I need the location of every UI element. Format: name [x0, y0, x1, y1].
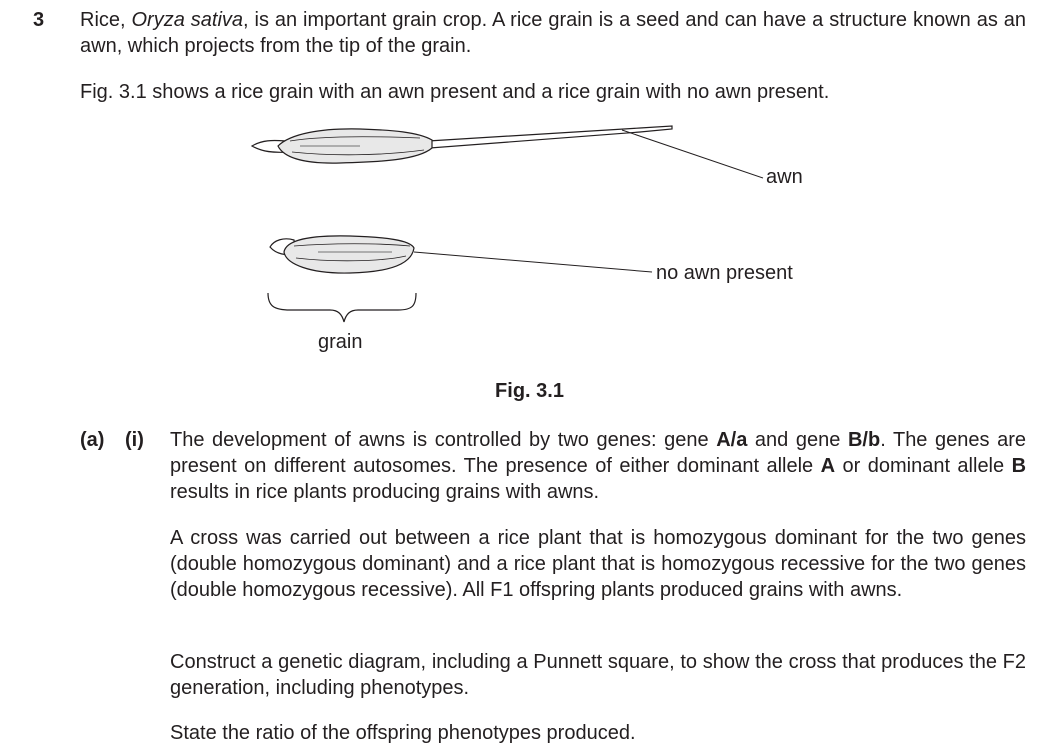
paragraph-genes: The development of awns is controlled by… [170, 429, 1027, 503]
paragraph-instruction: Construct a genetic diagram, including a… [170, 651, 1026, 699]
label-grain: grain [318, 331, 362, 353]
subpart-label: (i) [125, 429, 144, 451]
question-intro: Rice, Oryza sativa, is an important grai… [80, 7, 1026, 59]
figure-intro: Fig. 3.1 shows a rice grain with an awn … [80, 81, 830, 103]
paragraph-ratio: State the ratio of the offspring phenoty… [170, 722, 636, 744]
label-no-awn: no awn present [656, 262, 793, 284]
grain-brace [267, 292, 417, 323]
part-label: (a) [80, 429, 105, 451]
rice-grain-figure: awn no awn present grain [250, 125, 803, 353]
figure-caption: Fig. 3.1 [495, 380, 564, 402]
grain-with-awn [250, 125, 673, 164]
intro-text: Rice, Oryza sativa, is an important grai… [80, 9, 1026, 57]
no-awn-leader-line [413, 251, 653, 273]
grain-body-no-awn [283, 235, 415, 274]
awn-leader-line [621, 129, 764, 179]
grain-no-awn [269, 235, 415, 274]
question-number: 3 [33, 9, 45, 31]
label-awn: awn [766, 166, 803, 188]
paragraph-cross: A cross was carried out between a rice p… [170, 527, 1026, 601]
awn-shape [427, 125, 673, 149]
